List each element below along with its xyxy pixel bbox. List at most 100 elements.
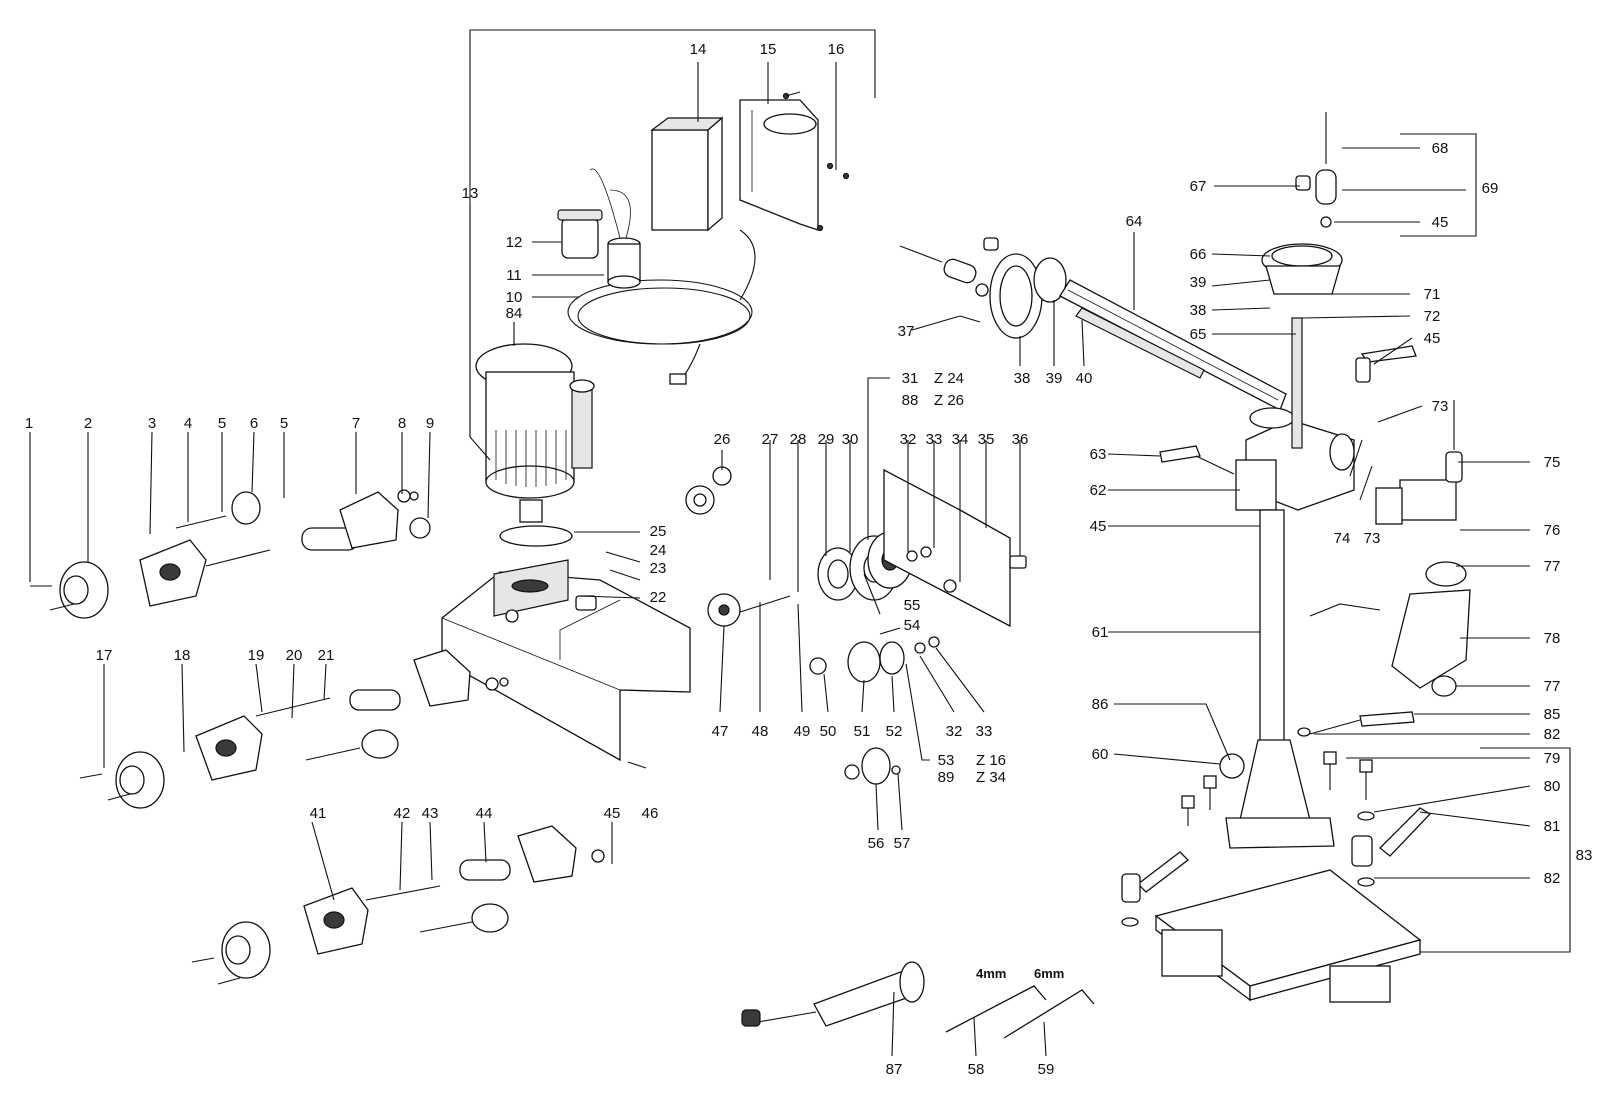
callout-52: 52	[886, 723, 903, 740]
callout-49: 49	[794, 723, 811, 740]
tool-head-row-1	[30, 489, 431, 619]
tool-head-row-2	[79, 649, 509, 809]
callout-45-base: 45	[604, 805, 621, 822]
callout-81: 81	[1544, 818, 1561, 835]
callout-labels: 1 2 3 4 5 6 5 7 8 9 10 11 12 13 14 15 16…	[25, 41, 1593, 1078]
callout-2: 2	[84, 415, 92, 432]
callout-84: 84	[506, 305, 523, 322]
callout-44: 44	[476, 805, 493, 822]
note-z24: Z 24	[934, 370, 964, 387]
callout-1: 1	[25, 415, 33, 432]
gear-47	[707, 593, 791, 627]
callout-67: 67	[1190, 178, 1207, 195]
callout-38: 38	[1014, 370, 1031, 387]
callout-55: 55	[904, 597, 921, 614]
switch-housing	[739, 91, 850, 232]
callout-34: 34	[952, 431, 969, 448]
note-z34: Z 34	[976, 769, 1006, 786]
callout-85: 85	[1544, 706, 1561, 723]
callout-87: 87	[886, 1061, 903, 1078]
callout-11: 11	[506, 267, 522, 284]
callout-73b: 73	[1364, 530, 1381, 547]
callout-51: 51	[854, 723, 871, 740]
callout-3: 3	[148, 415, 156, 432]
callout-27: 27	[762, 431, 779, 448]
callout-53: 53	[938, 752, 955, 769]
callout-54: 54	[904, 617, 921, 634]
cable-clip	[557, 209, 603, 259]
callout-73a: 73	[1432, 398, 1449, 415]
callout-12: 12	[506, 234, 523, 251]
callout-82b: 82	[1544, 870, 1561, 887]
callout-65: 65	[1190, 326, 1207, 343]
callout-63: 63	[1090, 446, 1107, 463]
callout-6: 6	[250, 415, 258, 432]
callout-88: 88	[902, 392, 919, 409]
note-4mm: 4mm	[976, 966, 1006, 981]
callout-47: 47	[712, 723, 729, 740]
callout-23: 23	[650, 560, 667, 577]
note-z26: Z 26	[934, 392, 964, 409]
callout-39: 39	[1046, 370, 1063, 387]
callout-68: 68	[1432, 140, 1449, 157]
callout-80: 80	[1544, 778, 1561, 795]
callout-33b: 33	[976, 723, 993, 740]
callout-76: 76	[1544, 522, 1561, 539]
callout-45-col: 45	[1090, 518, 1107, 535]
callout-77b: 77	[1544, 678, 1561, 695]
callout-26: 26	[714, 431, 731, 448]
callout-4: 4	[184, 415, 192, 432]
callout-16: 16	[828, 41, 845, 58]
callout-20: 20	[286, 647, 303, 664]
callout-32: 32	[900, 431, 917, 448]
gear-51	[809, 636, 940, 683]
callout-75: 75	[1544, 454, 1561, 471]
callout-31: 31	[902, 370, 919, 387]
machine-base	[441, 559, 691, 762]
column-stand	[1121, 112, 1471, 1003]
callout-45-top: 45	[1432, 214, 1449, 231]
gear-26	[685, 466, 732, 515]
callout-82a: 82	[1544, 726, 1561, 743]
capacitor	[589, 168, 641, 289]
callout-77a: 77	[1544, 558, 1561, 575]
gear-56	[844, 747, 901, 785]
callout-5b: 5	[280, 415, 288, 432]
callout-19: 19	[248, 647, 265, 664]
callout-10: 10	[506, 289, 523, 306]
callout-9: 9	[426, 415, 434, 432]
cover-plate-35	[883, 468, 1011, 628]
callout-89: 89	[938, 769, 955, 786]
callout-83: 83	[1576, 847, 1593, 864]
callout-13: 13	[462, 185, 479, 202]
callout-78: 78	[1544, 630, 1561, 647]
callout-61: 61	[1092, 624, 1109, 641]
callout-17: 17	[96, 647, 113, 664]
callout-71: 71	[1424, 286, 1441, 303]
callout-36: 36	[1012, 431, 1029, 448]
callout-30: 30	[842, 431, 859, 448]
callout-46: 46	[642, 805, 659, 822]
key-size-notes: 4mm 6mm	[976, 966, 1064, 981]
callout-8: 8	[398, 415, 406, 432]
leader-lines	[29, 62, 1571, 1057]
callout-18: 18	[174, 647, 191, 664]
callout-5a: 5	[218, 415, 226, 432]
callout-72: 72	[1424, 308, 1441, 325]
callout-25: 25	[650, 523, 667, 540]
callout-38-col: 38	[1190, 302, 1207, 319]
callout-41: 41	[310, 805, 327, 822]
gear-notes: Z 24 Z 26 Z 16 Z 34	[934, 370, 1006, 786]
callout-43: 43	[422, 805, 439, 822]
tool-head-row-3	[191, 825, 605, 985]
callout-86: 86	[1092, 696, 1109, 713]
callout-66: 66	[1190, 246, 1207, 263]
callout-21: 21	[318, 647, 335, 664]
hex-key-6mm	[1003, 989, 1095, 1039]
hex-key-4mm	[945, 985, 1047, 1033]
callout-58: 58	[968, 1061, 985, 1078]
callout-24: 24	[650, 542, 667, 559]
callout-56: 56	[868, 835, 885, 852]
